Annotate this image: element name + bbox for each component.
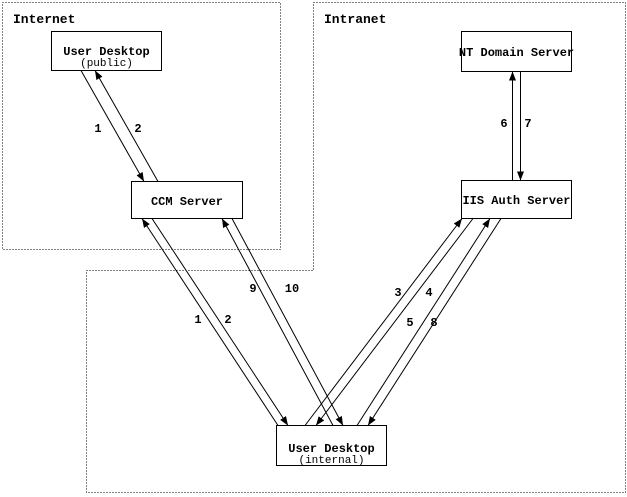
ccm-server-box bbox=[131, 181, 243, 219]
edge-1-internal-arrow bbox=[141, 218, 279, 426]
user-desktop-public-title: User Desktop bbox=[63, 45, 149, 59]
user-desktop-public-subtitle: (public) bbox=[80, 58, 133, 70]
edge-label-2-internal: 2 bbox=[224, 313, 231, 327]
ccm-server-title: CCM Server bbox=[151, 195, 223, 209]
edge-2-internal-arrow bbox=[151, 218, 289, 426]
node-ccm-server: CCM Server bbox=[131, 181, 243, 219]
edge-label-5: 5 bbox=[406, 316, 413, 330]
edge-label-10: 10 bbox=[285, 282, 299, 296]
internet-zone-label: Internet bbox=[13, 12, 75, 27]
edge-label-3: 3 bbox=[394, 286, 401, 300]
edge-label-1-internal: 1 bbox=[194, 313, 201, 327]
edge-2-public-arrow bbox=[94, 70, 159, 182]
edge-label-8: 8 bbox=[430, 316, 437, 330]
node-iis-auth-server: IIS Auth Server bbox=[461, 180, 572, 219]
edge-5-arrow bbox=[356, 218, 491, 426]
node-nt-domain-server: NT Domain Server bbox=[459, 31, 574, 72]
iis-auth-server-box bbox=[461, 180, 572, 219]
edge-label-2-public: 2 bbox=[134, 122, 141, 136]
intranet-zone-border bbox=[86, 2, 626, 493]
nt-domain-server-title: NT Domain Server bbox=[459, 46, 574, 60]
edge-3-arrow bbox=[304, 218, 463, 426]
edge-4-arrow bbox=[315, 218, 474, 426]
user-desktop-internal-subtitle: (internal) bbox=[298, 455, 364, 467]
edge-label-1-public: 1 bbox=[94, 122, 101, 136]
user-desktop-public-box bbox=[51, 31, 162, 71]
user-desktop-internal-title: User Desktop bbox=[288, 442, 374, 456]
edge-1-public-arrow bbox=[80, 70, 145, 182]
node-user-desktop-public: User Desktop (public) bbox=[51, 31, 162, 71]
edge-10-arrow bbox=[231, 218, 344, 426]
user-desktop-internal-box bbox=[276, 425, 387, 466]
edge-label-4: 4 bbox=[425, 286, 432, 300]
edge-label-9: 9 bbox=[249, 282, 256, 296]
edge-label-7: 7 bbox=[524, 117, 531, 131]
node-user-desktop-internal: User Desktop (internal) bbox=[276, 425, 387, 467]
edge-label-6: 6 bbox=[500, 117, 507, 131]
iis-auth-server-title: IIS Auth Server bbox=[462, 194, 570, 208]
edge-9-arrow bbox=[221, 218, 334, 426]
edge-8-arrow bbox=[367, 218, 502, 426]
internet-zone-border bbox=[2, 2, 281, 250]
nt-domain-server-box bbox=[461, 31, 572, 72]
intranet-zone-label: Intranet bbox=[324, 12, 386, 27]
